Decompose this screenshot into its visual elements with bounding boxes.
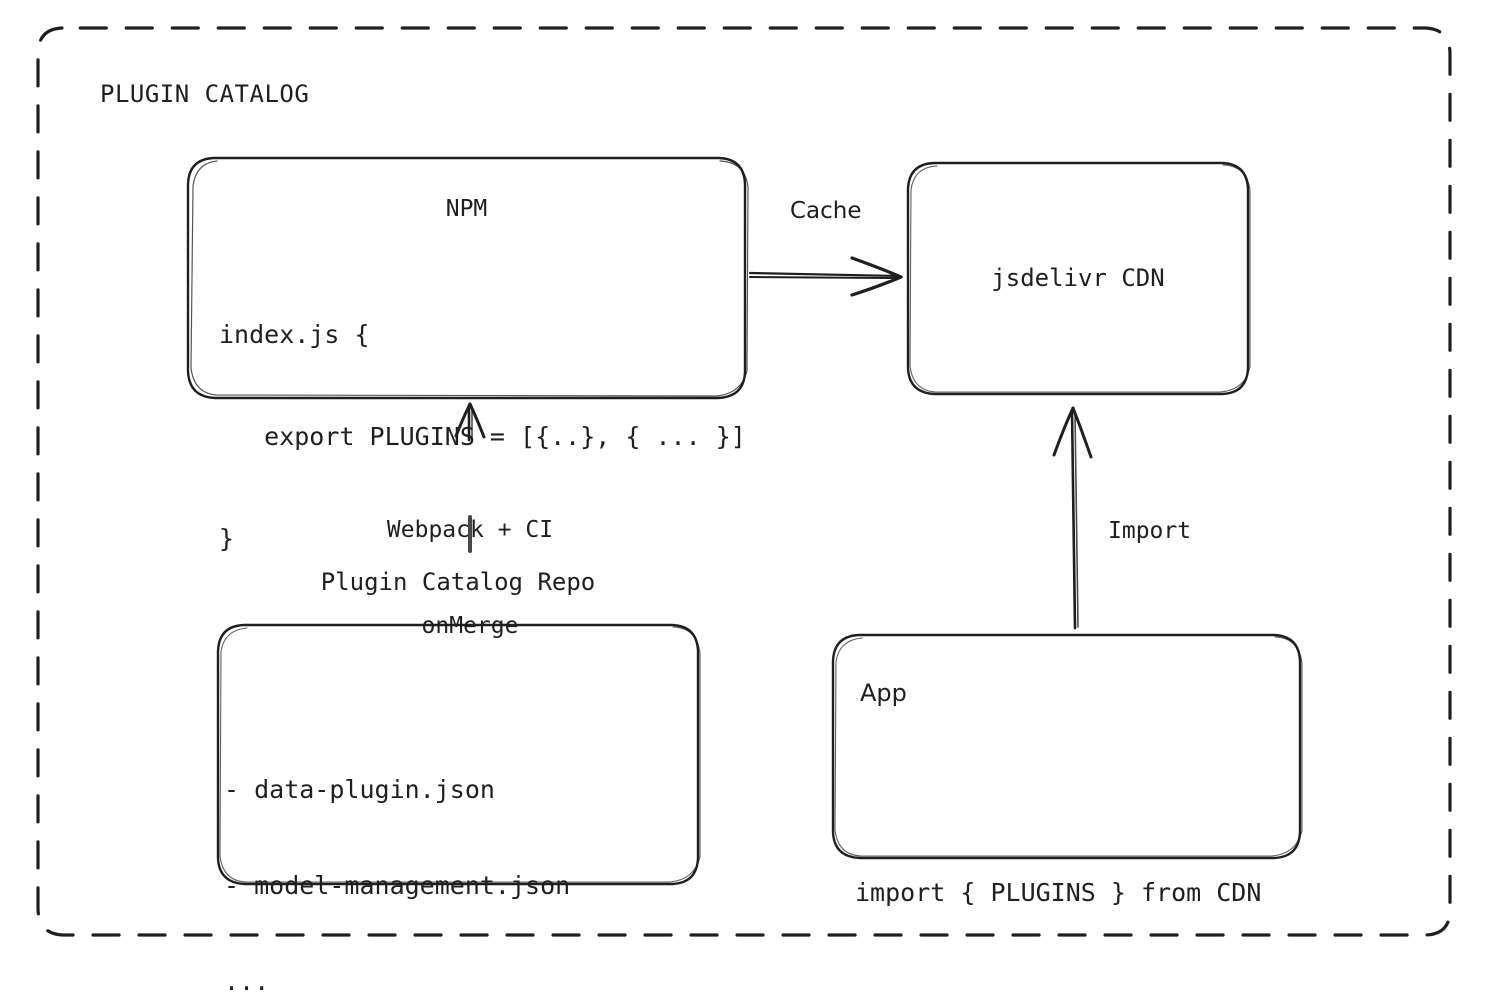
group-title: PLUGIN CATALOG — [100, 80, 310, 108]
repo-caption: Plugin Catalog Repo — [320, 568, 596, 596]
repo-file-item: - model-management.json — [224, 871, 571, 900]
build-edge-label: Webpack + CI onMerge — [330, 450, 610, 706]
app-node-title: App — [860, 679, 907, 707]
repo-file-item: - data-plugin.json — [224, 775, 495, 804]
npm-node-code: index.js { export PLUGINS = [{..}, { ...… — [219, 250, 746, 624]
cache-edge-label: Cache — [790, 198, 862, 224]
build-edge-label-line1: Webpack + CI — [386, 517, 554, 543]
npm-code-line: index.js { — [219, 320, 370, 349]
repo-file-list: - data-plugin.json - model-management.js… — [224, 710, 570, 1002]
npm-code-line: } — [219, 524, 235, 553]
import-arrow — [1052, 406, 1093, 630]
repo-file-item: ... — [224, 967, 270, 996]
import-edge-label: Import — [1108, 518, 1192, 544]
app-code-line: import { PLUGINS } from CDN — [855, 878, 1262, 907]
cdn-node-title: jsdelivr CDN — [991, 264, 1165, 292]
npm-code-line: export PLUGINS = [{..}, { ... }] — [219, 422, 746, 451]
cache-arrow — [748, 256, 903, 297]
npm-node-title: NPM — [445, 196, 488, 222]
app-node-code: import { PLUGINS } from CDN PLUGINS.forE… — [855, 738, 1261, 1002]
build-edge-label-line2: onMerge — [421, 613, 519, 639]
